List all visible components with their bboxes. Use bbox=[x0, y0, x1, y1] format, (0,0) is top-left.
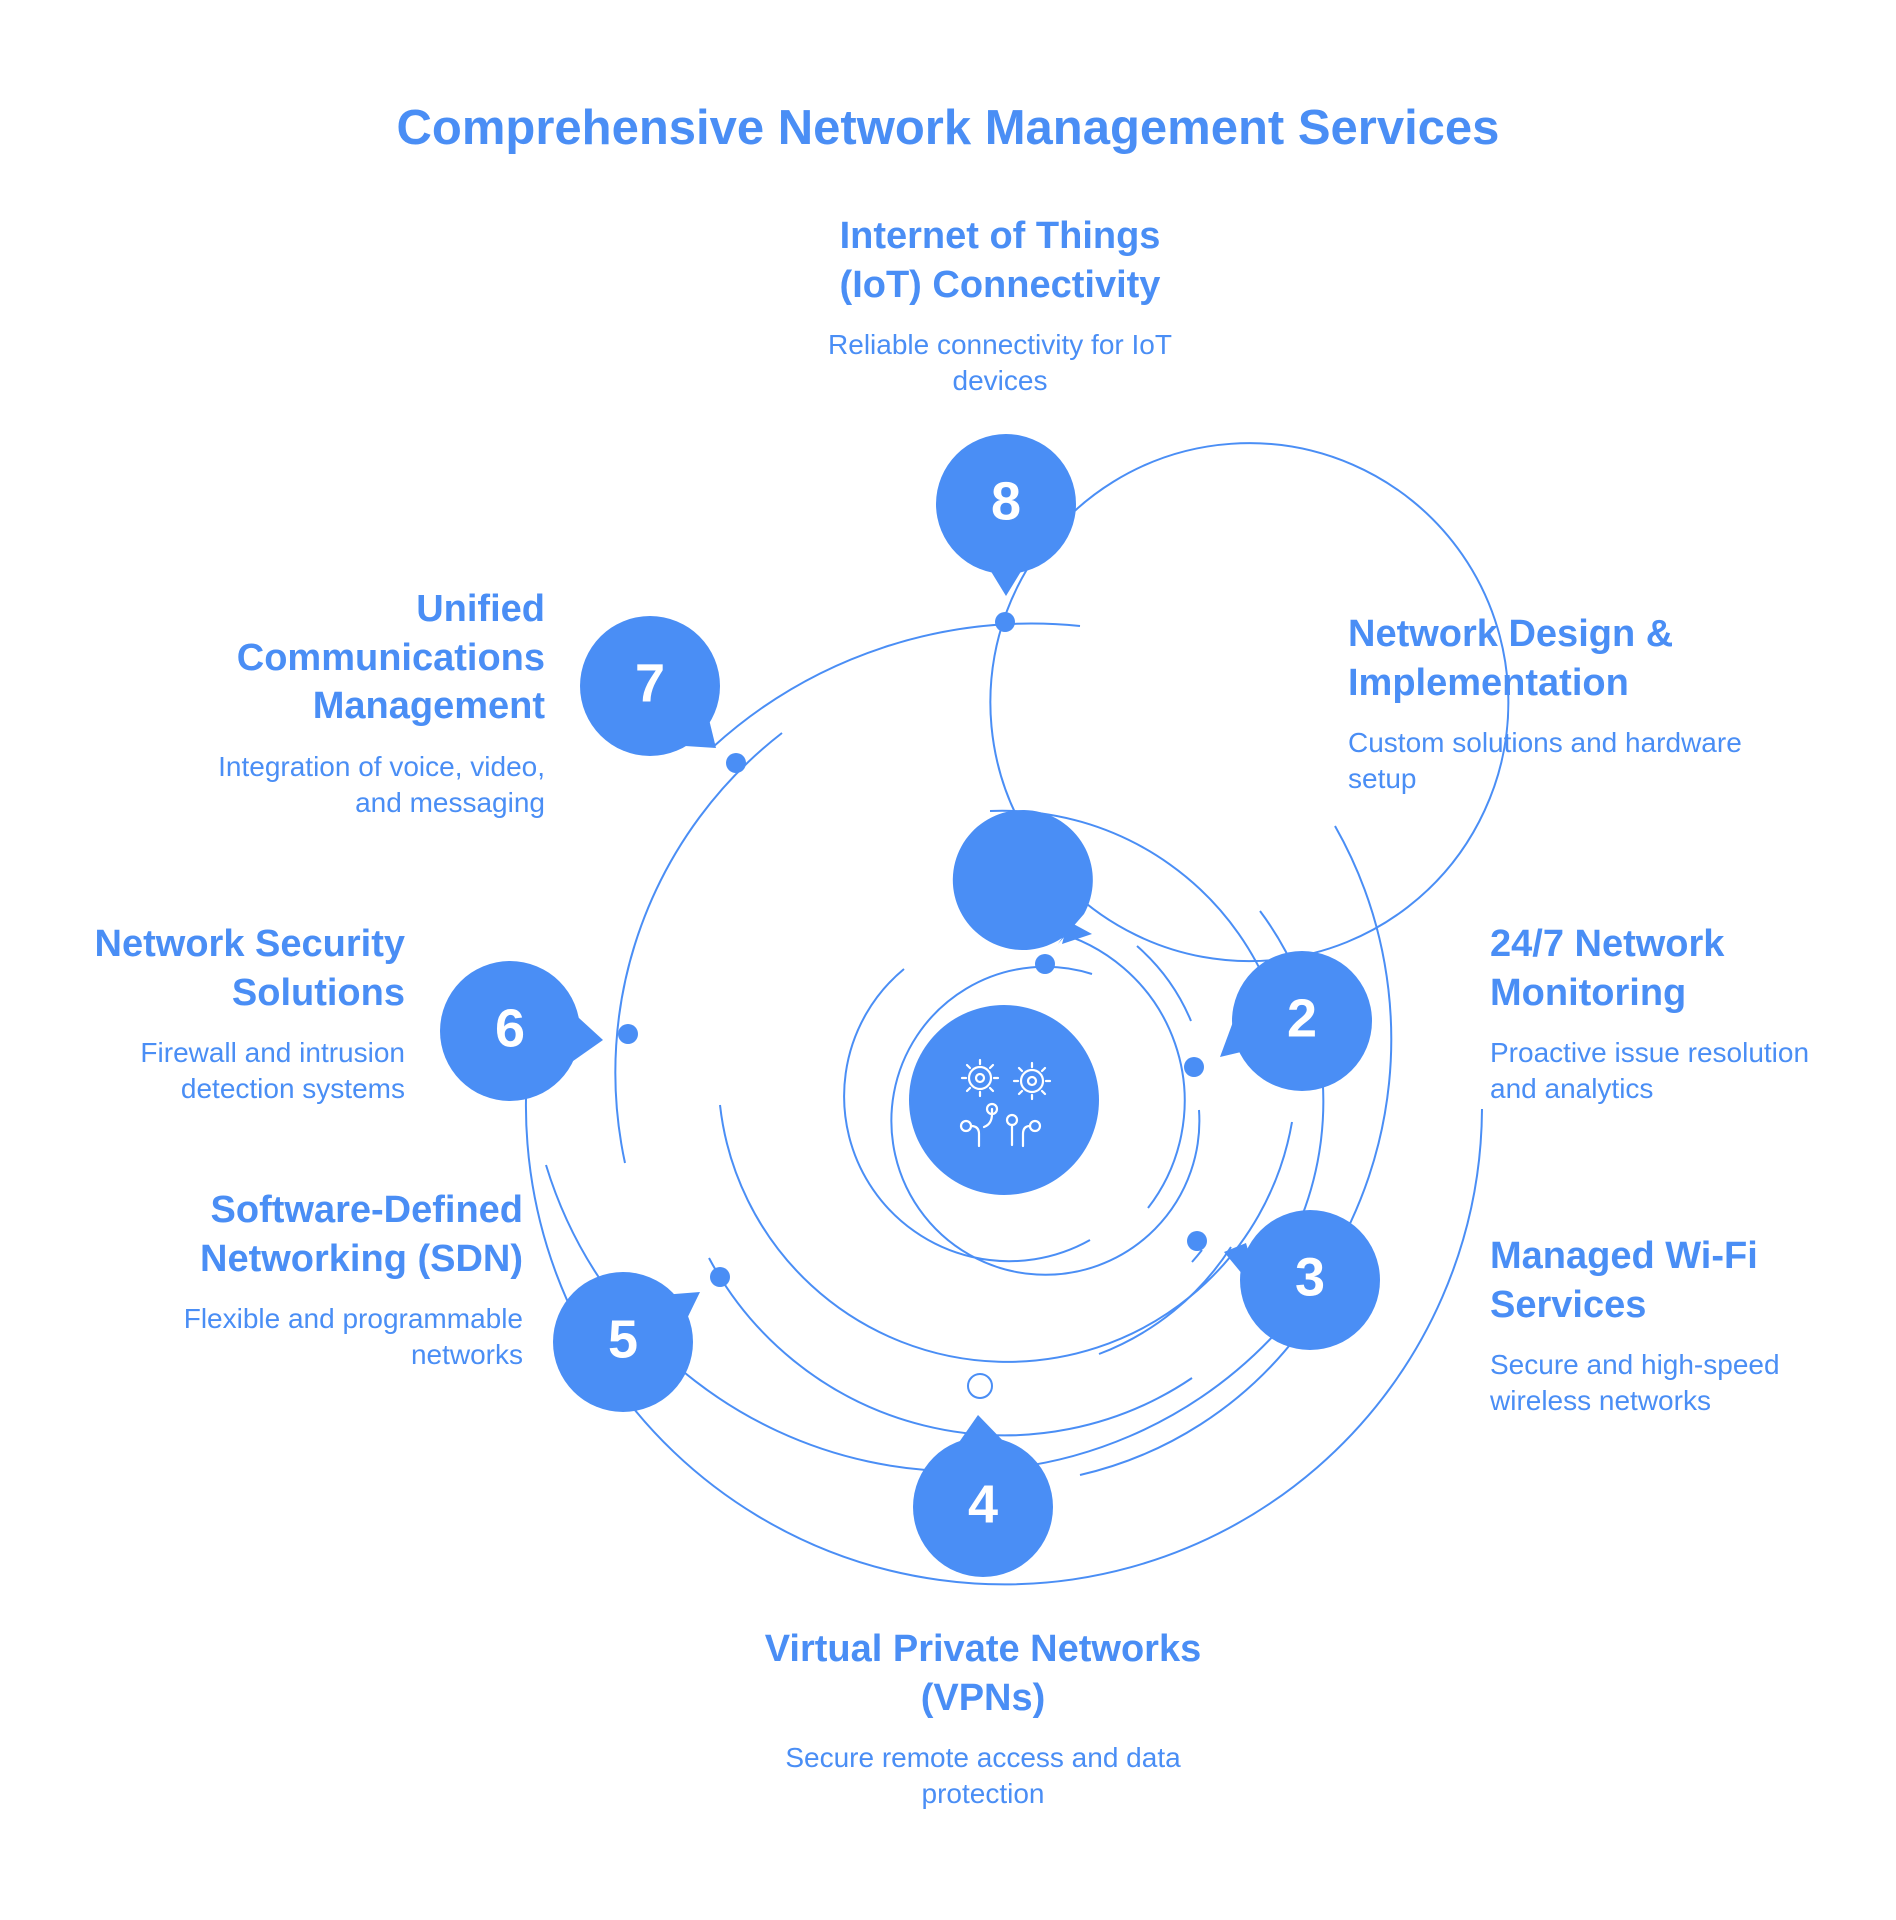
ring-arc bbox=[1136, 945, 1192, 1022]
item-title: Virtual Private Networks (VPNs) bbox=[764, 1628, 1202, 1719]
ring-arc bbox=[525, 979, 1483, 1586]
gears-and-circuit-icon bbox=[959, 1058, 1052, 1148]
badge-number-2: 2 bbox=[1287, 988, 1317, 1048]
item-title: Internet of Things (IoT) Connectivity bbox=[839, 215, 1161, 306]
badge-number-5: 5 bbox=[608, 1309, 638, 1369]
item-title: 24/7 Network Monitoring bbox=[1490, 923, 1725, 1014]
item-label-1: Network Design & Implementation Custom s… bbox=[1348, 610, 1748, 797]
item-label-6: Network Security Solutions Firewall and … bbox=[60, 920, 405, 1107]
item-title: Network Security Solutions bbox=[94, 923, 405, 1014]
badge-4[interactable]: 4 bbox=[913, 1415, 1053, 1577]
badge-1[interactable]: 1 bbox=[952, 809, 1129, 950]
connector-dot bbox=[1035, 954, 1055, 974]
item-description: Secure and high-speed wireless networks bbox=[1490, 1349, 1780, 1417]
item-description: Integration of voice, video, and messagi… bbox=[218, 750, 545, 818]
ring-arc bbox=[708, 1257, 1193, 1437]
badge-5[interactable]: 5 bbox=[553, 1272, 700, 1412]
badge-number-3: 3 bbox=[1295, 1247, 1325, 1307]
badge-8[interactable]: 8 bbox=[936, 434, 1076, 596]
badge-3[interactable]: 3 bbox=[1224, 1210, 1380, 1350]
item-label-5: Software-Defined Networking (SDN) Flexib… bbox=[180, 1186, 523, 1373]
badge-number-4: 4 bbox=[968, 1474, 998, 1534]
ring-arc bbox=[1079, 1335, 1298, 1476]
ring-arc bbox=[614, 732, 783, 1164]
ring-arc bbox=[890, 965, 1201, 1276]
badge-6[interactable]: 6 bbox=[440, 961, 603, 1101]
ring-arc bbox=[1191, 1249, 1203, 1263]
item-title: Software-Defined Networking (SDN) bbox=[200, 1189, 523, 1280]
item-label-3: Managed Wi-Fi Services Secure and high-s… bbox=[1490, 1232, 1830, 1419]
badge-7[interactable]: 7 bbox=[580, 616, 720, 756]
item-label-7: Unified Communications Management Integr… bbox=[200, 585, 545, 821]
item-title: Managed Wi-Fi Services bbox=[1490, 1235, 1758, 1326]
item-label-4: Virtual Private Networks (VPNs) Secure r… bbox=[763, 1625, 1203, 1812]
item-description: Firewall and intrusion detection systems bbox=[140, 1037, 405, 1105]
badge-number-8: 8 bbox=[991, 471, 1021, 531]
item-description: Flexible and programmable networks bbox=[183, 1303, 523, 1371]
item-description: Proactive issue resolution and analytics bbox=[1490, 1037, 1810, 1105]
connector-dot bbox=[726, 753, 746, 773]
item-label-8: Internet of Things (IoT) Connectivity Re… bbox=[800, 212, 1200, 399]
ring-arc bbox=[719, 1104, 1293, 1363]
item-description: Secure remote access and data protection bbox=[785, 1742, 1181, 1810]
ring-arc bbox=[843, 968, 1091, 1263]
badge-number-1: 1 bbox=[1099, 836, 1129, 896]
connector-dot bbox=[1184, 1057, 1204, 1077]
connector-dot-open bbox=[967, 1373, 993, 1399]
item-title: Unified Communications Management bbox=[236, 588, 545, 728]
item-title: Network Design & Implementation bbox=[1348, 613, 1674, 704]
ring-arc bbox=[1051, 930, 1186, 1209]
connector-dot bbox=[710, 1267, 730, 1287]
badge-number-7: 7 bbox=[635, 653, 665, 713]
item-description: Custom solutions and hardware setup bbox=[1348, 727, 1742, 795]
ring-arc bbox=[712, 622, 1081, 748]
connector-dot bbox=[1187, 1231, 1207, 1251]
badge-2[interactable]: 2 bbox=[1220, 951, 1372, 1091]
badge-number-6: 6 bbox=[495, 998, 525, 1058]
item-description: Reliable connectivity for IoT devices bbox=[828, 329, 1172, 397]
connector-dot bbox=[618, 1024, 638, 1044]
diagram-title: Comprehensive Network Management Service… bbox=[396, 101, 1500, 155]
ring-arc bbox=[1098, 1246, 1232, 1355]
item-label-2: 24/7 Network Monitoring Proactive issue … bbox=[1490, 920, 1830, 1107]
connector-dot bbox=[995, 612, 1015, 632]
center-disc bbox=[909, 1005, 1099, 1195]
